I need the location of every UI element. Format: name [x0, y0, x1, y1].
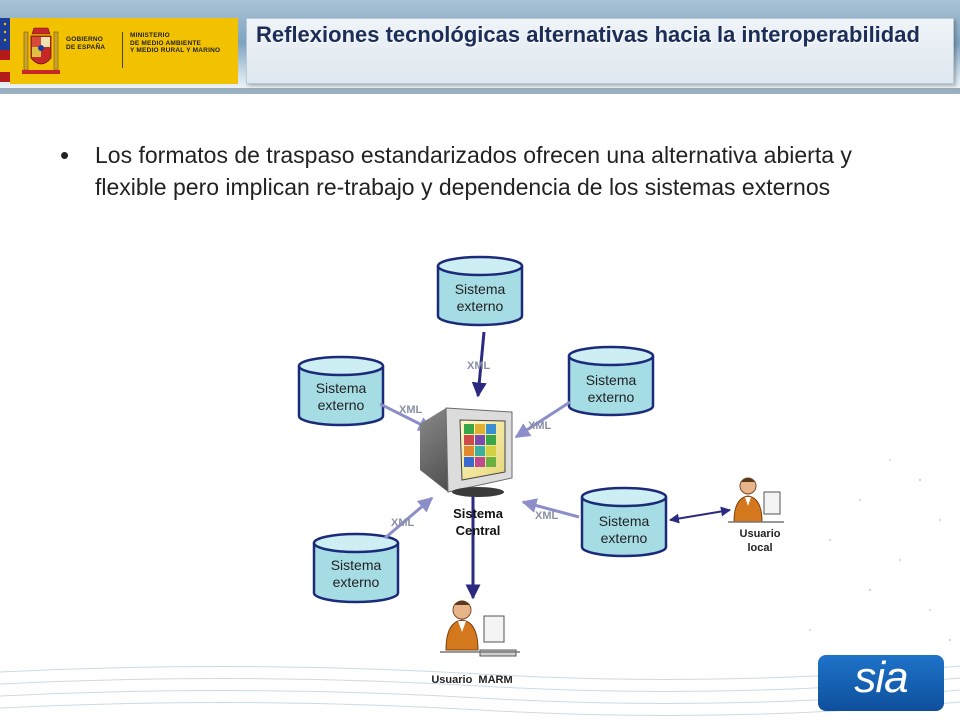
node-label-right-lower: Sistema externo	[598, 513, 650, 546]
local-user-label-line1: Usuario	[739, 528, 781, 540]
sia-logo	[818, 655, 944, 711]
edge-label-left-lower: XML	[391, 517, 415, 529]
arrow-top	[471, 331, 487, 398]
arrow-local-user	[669, 506, 731, 524]
bullet-text: Los formatos de traspaso estandarizados …	[95, 142, 852, 200]
title-box	[246, 18, 954, 84]
central-label-line2: Central	[455, 523, 501, 538]
node-label-left-upper: Sistema externo	[315, 380, 367, 413]
arrow-right-lower	[521, 498, 580, 519]
edge-label-top: XML	[467, 360, 491, 372]
arrow-right-upper	[514, 400, 571, 439]
arrow-left-lower	[384, 496, 434, 540]
cylinder-right-upper	[567, 345, 655, 417]
marm-user-icon	[440, 600, 520, 657]
edge-label-right-lower: XML	[535, 510, 559, 522]
central-system-label: Sistema Central	[438, 505, 518, 539]
bullet-marker: •	[60, 140, 70, 170]
page-title: Reflexiones tecnológicas alternativas ha…	[256, 22, 920, 47]
ministry-name: MINISTERIO DE MEDIO AMBIENTE Y MEDIO RUR…	[130, 32, 221, 54]
node-label-left-lower: Sistema externo	[330, 557, 382, 590]
local-user-label-line2: local	[747, 542, 773, 554]
logo-divider	[122, 32, 123, 68]
background-speckle-decoration	[809, 459, 952, 642]
header-stripe	[0, 88, 960, 94]
cylinder-top	[436, 255, 524, 327]
edge-label-left-upper: XML	[399, 404, 423, 416]
central-label-line1: Sistema	[453, 506, 503, 521]
computer-icon	[420, 407, 513, 497]
edge-label-right-upper: XML	[528, 420, 552, 432]
cylinder-right-lower	[580, 486, 668, 558]
local-user-label: Usuario local	[720, 527, 800, 555]
marm-user-label: Usuario MARM	[431, 674, 513, 686]
eu-flag-strip	[0, 18, 10, 82]
government-name: GOBIERNO DE ESPAÑA	[66, 36, 106, 51]
node-label-right-upper: Sistema externo	[585, 372, 637, 405]
cylinder-left-lower	[312, 532, 400, 604]
coat-of-arms-icon	[22, 27, 60, 74]
sia-logo-text: sia	[854, 653, 908, 702]
node-label-top: Sistema externo	[454, 281, 506, 314]
cylinder-left-upper	[297, 355, 385, 427]
local-user-icon	[728, 477, 784, 523]
footer-wave-decoration	[0, 665, 960, 716]
